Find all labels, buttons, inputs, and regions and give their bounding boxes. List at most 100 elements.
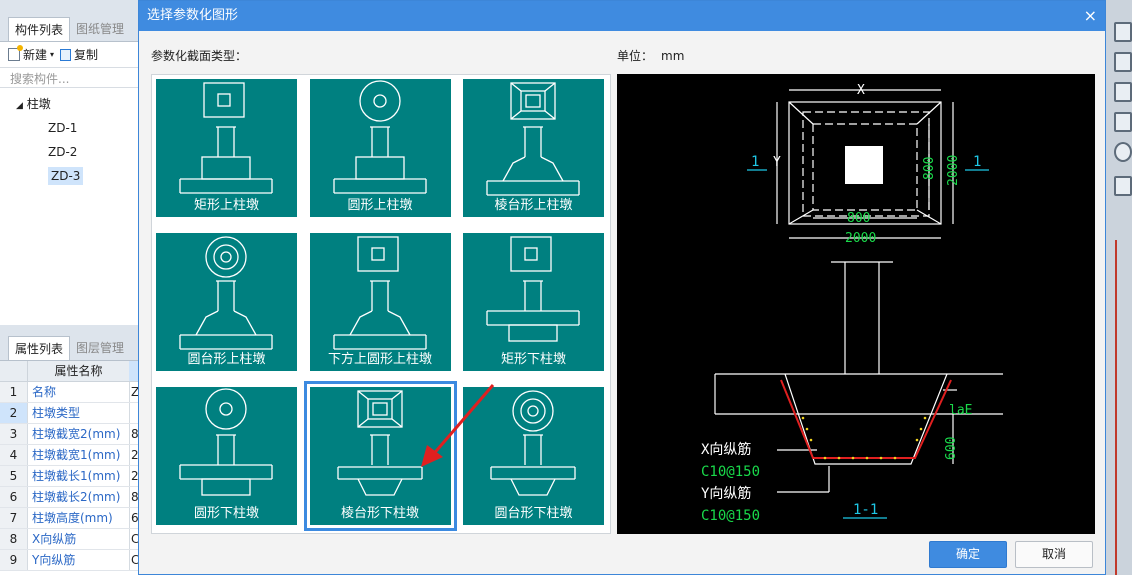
- view-3d-icon[interactable]: [1114, 22, 1132, 42]
- property-value[interactable]: 2: [131, 469, 139, 483]
- tree-item-label: ZD-1: [48, 121, 78, 135]
- tab-layer-manage[interactable]: 图层管理: [76, 341, 125, 355]
- property-name: X向纵筋: [28, 529, 130, 549]
- shape-option-label: 圆形上柱墩: [347, 198, 413, 213]
- tab-property-list[interactable]: 属性列表: [8, 336, 71, 360]
- tab-component-list[interactable]: 构件列表: [8, 17, 71, 41]
- shape-thumbnail: [336, 390, 423, 496]
- property-num: 2: [0, 403, 28, 423]
- copy-button-label: 复制: [74, 48, 99, 62]
- shape-thumbnail: [179, 236, 273, 350]
- new-icon: [8, 45, 23, 61]
- shape-option-label: 矩形下柱墩: [500, 352, 566, 367]
- new-button[interactable]: 新建 ▾: [8, 45, 55, 63]
- red-arrow-pointer: [421, 384, 495, 467]
- shape-option-label: 下方上圆形上柱墩: [327, 352, 432, 367]
- properties-header: 属性名称: [0, 361, 139, 382]
- property-num: 8: [0, 529, 28, 549]
- section-title: 1-1: [853, 502, 878, 518]
- shape-option-0[interactable]: 矩形上柱墩: [156, 79, 297, 217]
- tree-root[interactable]: ◢ 柱墩: [0, 92, 139, 116]
- property-value[interactable]: 2: [131, 448, 139, 462]
- dim-2000-v: 2000: [946, 155, 961, 186]
- dim-800-v: 800: [922, 157, 937, 180]
- property-value[interactable]: 6: [131, 511, 139, 525]
- property-name: 柱墩截长1(mm): [28, 466, 130, 486]
- search-input[interactable]: 搜索构件...: [0, 68, 139, 88]
- ok-button[interactable]: 确定: [929, 541, 1007, 568]
- orbit-icon[interactable]: [1114, 142, 1132, 162]
- shape-option-2[interactable]: 棱台形上柱墩: [463, 79, 604, 217]
- property-value[interactable]: 8: [131, 427, 139, 441]
- shape-option-3[interactable]: 圆台形上柱墩: [156, 233, 297, 371]
- property-num: 6: [0, 487, 28, 507]
- property-value[interactable]: 8: [131, 490, 139, 504]
- property-num: 1: [0, 382, 28, 402]
- dropdown-arrow-icon[interactable]: ▾: [50, 50, 55, 59]
- dim-y-label: Y: [773, 155, 781, 170]
- shape-option-4[interactable]: 下方上圆形上柱墩: [309, 233, 451, 371]
- property-value[interactable]: C: [131, 553, 139, 567]
- collapse-triangle-icon[interactable]: ◢: [16, 101, 23, 111]
- shape-option-label: 圆形下柱墩: [193, 506, 259, 521]
- shape-thumbnail: [332, 80, 427, 194]
- view-side-icon[interactable]: [1114, 112, 1132, 132]
- shape-thumbnail: [490, 390, 576, 496]
- component-tabs: 构件列表 图纸管理: [0, 0, 139, 42]
- shape-option-1[interactable]: 圆形上柱墩: [309, 79, 451, 217]
- property-num: 4: [0, 445, 28, 465]
- cancel-button[interactable]: 取消: [1015, 541, 1093, 568]
- right-toolstrip: [1104, 0, 1132, 575]
- property-value[interactable]: C: [131, 532, 139, 546]
- unit-label: 单位： mm: [617, 47, 684, 64]
- close-icon[interactable]: ×: [1083, 6, 1097, 25]
- shape-thumbnail: [179, 388, 273, 496]
- select-shape-dialog: 选择参数化图形 × 参数化截面类型： 单位：mm 矩形上柱墩圆形上柱墩棱台形上柱…: [138, 0, 1106, 575]
- view-top-icon[interactable]: [1114, 52, 1132, 72]
- header-name-col: 属性名称: [54, 364, 103, 378]
- component-toolbar: 新建 ▾ 复制: [0, 42, 139, 68]
- shape-option-label: 棱台形上柱墩: [494, 198, 573, 213]
- grid-icon[interactable]: [1114, 176, 1132, 196]
- section-type-label: 参数化截面类型：: [151, 49, 248, 63]
- component-tree: ◢ 柱墩 ZD-1 ZD-2 ZD-3: [0, 88, 139, 192]
- dim-600: 600: [944, 437, 959, 460]
- tree-item-zd1[interactable]: ZD-1: [0, 116, 139, 140]
- dim-2000-h: 2000: [845, 231, 876, 246]
- unit-value: mm: [661, 49, 685, 63]
- properties-tabs: 属性列表 图层管理: [0, 325, 139, 361]
- shape-option-label: 矩形上柱墩: [193, 198, 259, 213]
- shape-option-6[interactable]: 圆形下柱墩: [156, 387, 297, 525]
- x-rebar-value: C10@150: [701, 464, 760, 480]
- tree-item-zd2[interactable]: ZD-2: [0, 140, 139, 164]
- property-value[interactable]: Z: [131, 385, 139, 399]
- shape-thumbnail: [486, 236, 580, 342]
- property-name: 名称: [28, 382, 130, 402]
- property-name: 柱墩截宽2(mm): [28, 424, 130, 444]
- shape-option-label: 圆台形下柱墩: [494, 506, 573, 521]
- y-rebar-value: C10@150: [701, 508, 760, 524]
- copy-button[interactable]: 复制: [60, 46, 98, 63]
- view-front-icon[interactable]: [1114, 82, 1132, 102]
- tree-item-zd3[interactable]: ZD-3: [0, 164, 139, 188]
- shape-thumbnail: [179, 82, 273, 194]
- shape-grid: 矩形上柱墩 圆形上柱墩 棱台形上柱墩圆台形上柱墩 下方上圆形上柱墩 矩形下柱墩圆形下柱墩…: [151, 74, 611, 534]
- property-num: 5: [0, 466, 28, 486]
- unit-caption: 单位：: [617, 49, 654, 63]
- shape-option-label: 圆台形上柱墩: [187, 352, 266, 367]
- shape-option-5[interactable]: 矩形下柱墩: [463, 233, 604, 371]
- shape-option-label: 棱台形下柱墩: [340, 506, 419, 521]
- shape-option-8[interactable]: 圆台形下柱墩: [463, 387, 604, 525]
- tab-drawing-manage[interactable]: 图纸管理: [76, 22, 125, 36]
- property-name: 柱墩高度(mm): [28, 508, 130, 528]
